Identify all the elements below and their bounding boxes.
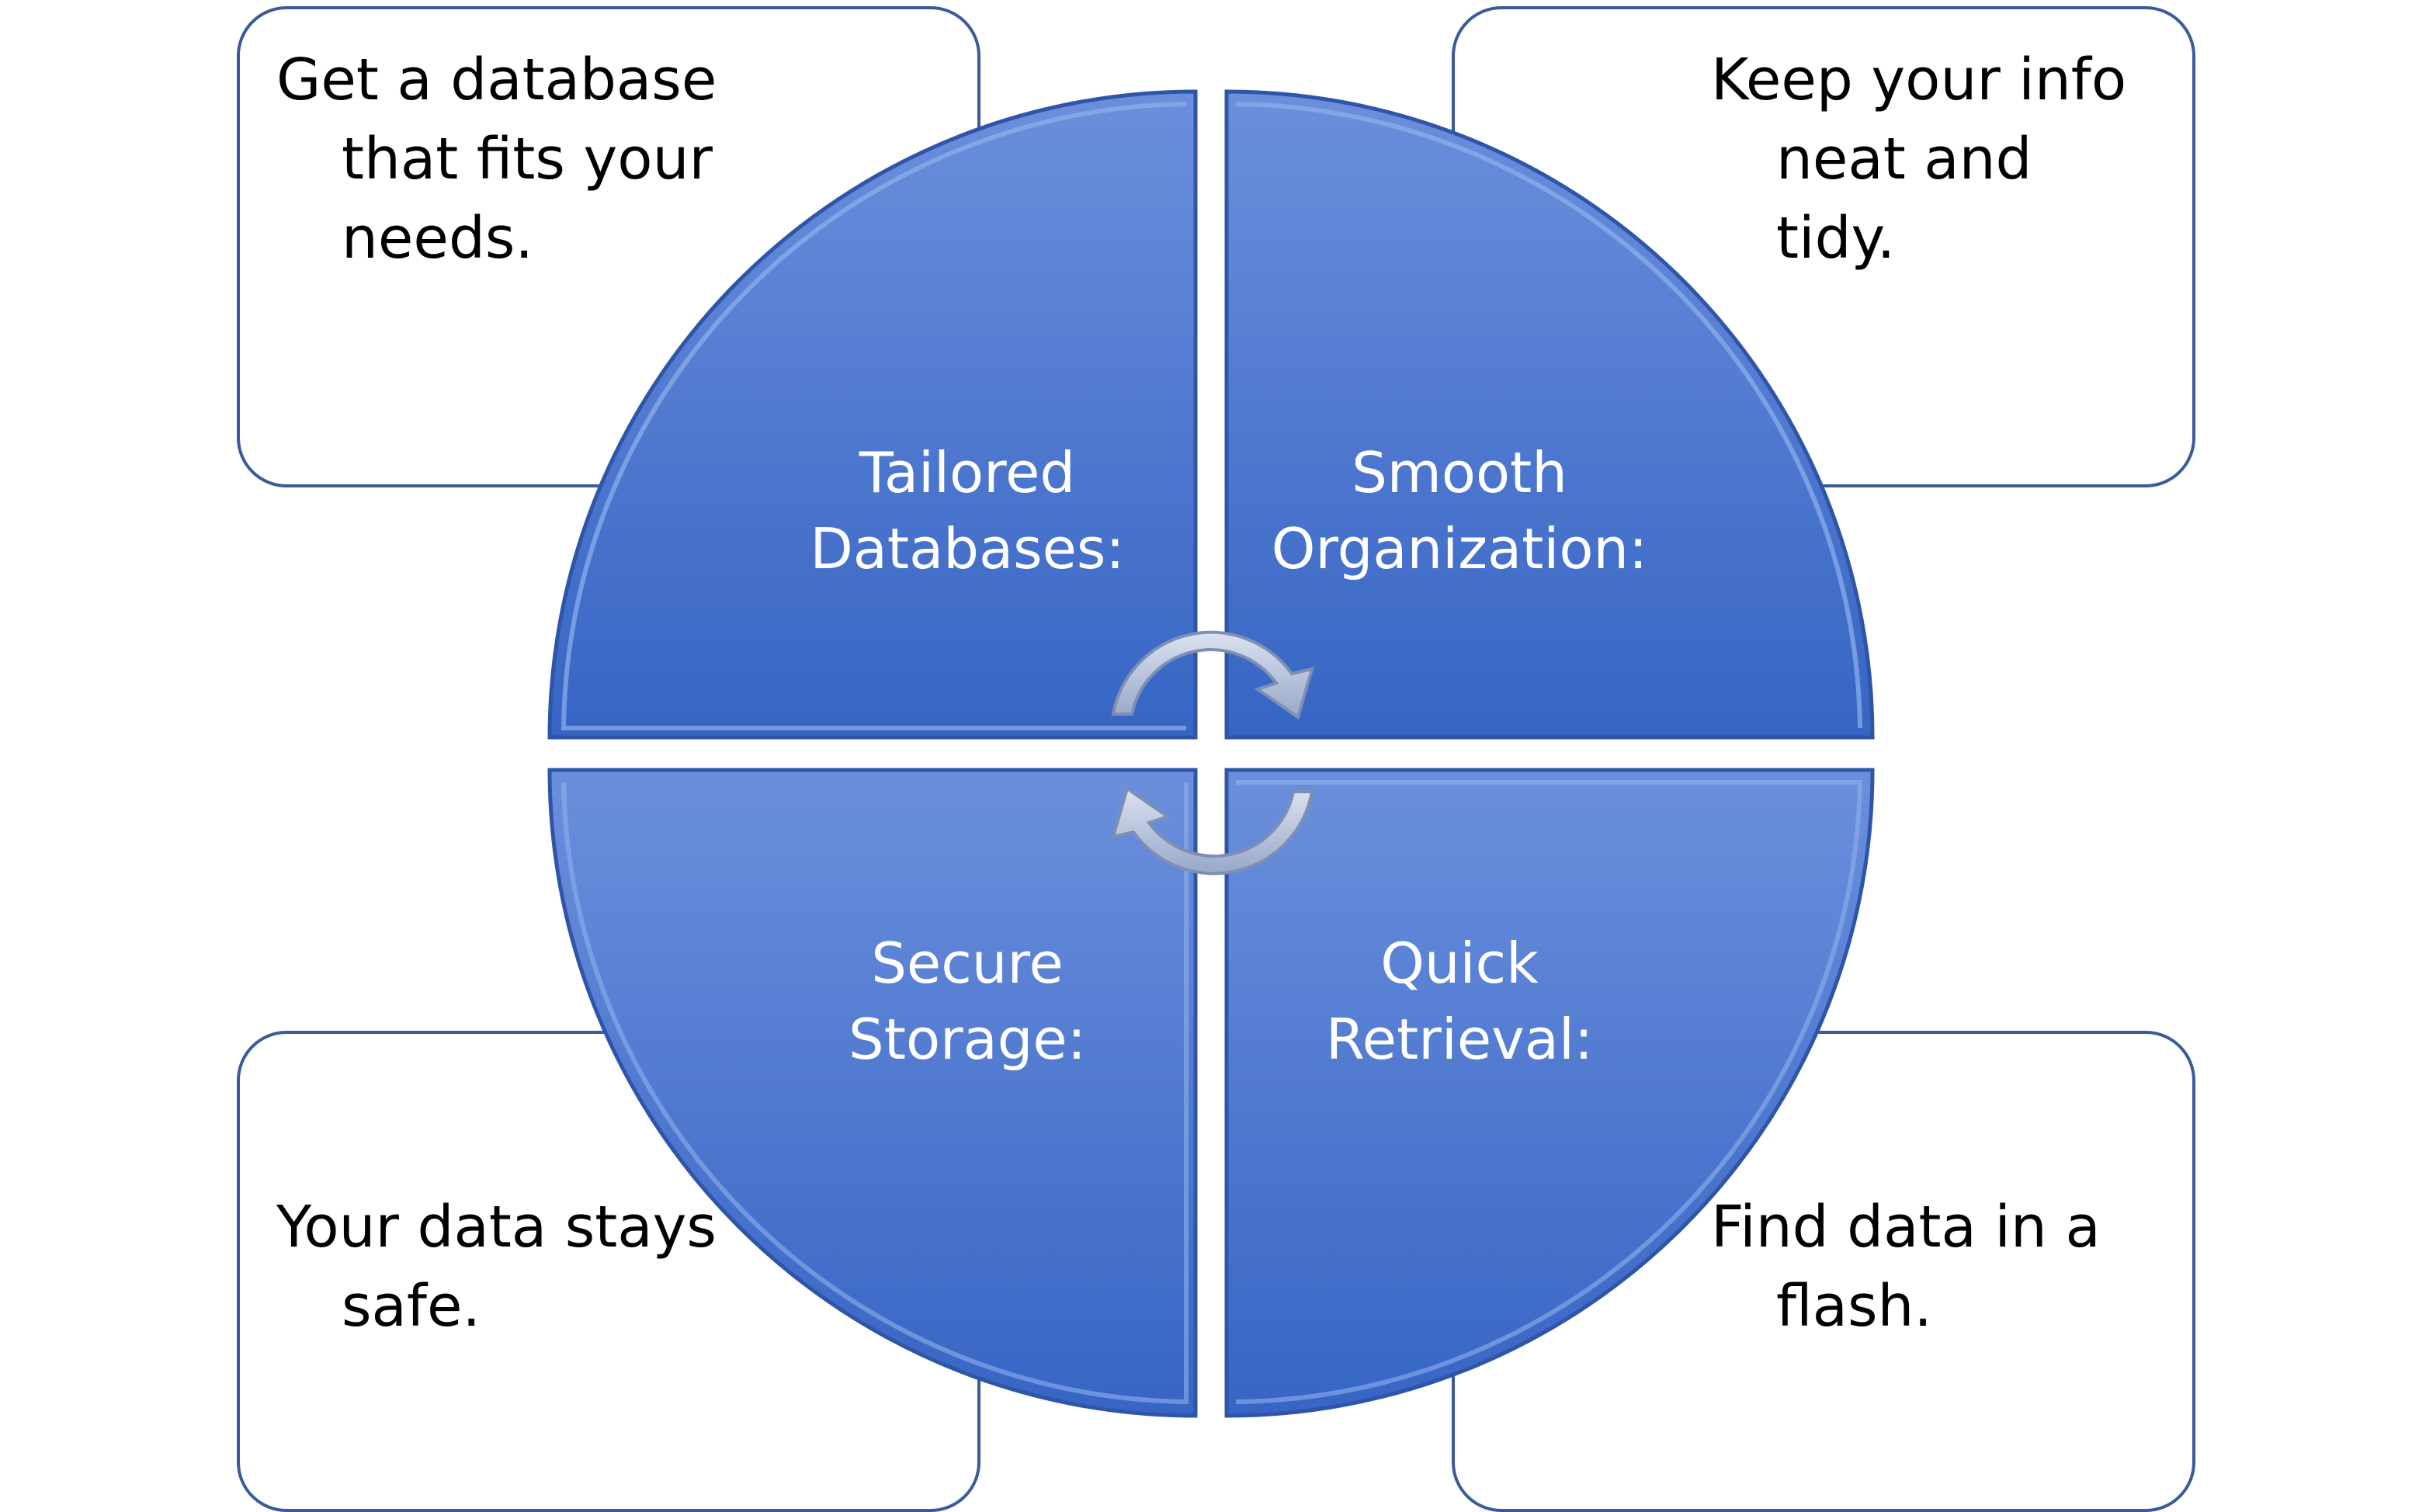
description-line: flash.: [1776, 1273, 1932, 1340]
segment-description-secure-storage: Your data stays safe.: [276, 1188, 717, 1346]
quadrant-smooth-organization: [1224, 89, 1875, 740]
segment-label-line: Databases:: [810, 516, 1125, 581]
segment-label-secure-storage: Secure Storage:: [750, 925, 1185, 1077]
description-line: Find data in a: [1711, 1194, 2101, 1261]
segment-label-tailored-databases: Tailored Databases:: [750, 435, 1185, 587]
description-line: Get a database: [276, 47, 717, 113]
segment-description-quick-retrieval: Find data in a flash.: [1711, 1188, 2101, 1346]
description-line: needs.: [342, 205, 534, 272]
cycle-arrow-icon: [1111, 630, 1314, 720]
description-line: Keep your info: [1711, 47, 2127, 113]
description-line: safe.: [342, 1273, 481, 1340]
cycle-arrow-icon: [1111, 785, 1314, 876]
segment-label-quick-retrieval: Quick Retrieval:: [1242, 925, 1677, 1077]
description-line: Your data stays: [276, 1194, 717, 1261]
segment-label-line: Organization:: [1271, 516, 1648, 581]
segment-description-smooth-organization: Keep your info neat and tidy.: [1711, 40, 2126, 278]
segment-label-line: Secure: [871, 931, 1064, 996]
description-line: tidy.: [1776, 205, 1896, 272]
segment-label-smooth-organization: Smooth Organization:: [1242, 435, 1677, 587]
quadrant-secure-storage: [547, 768, 1198, 1418]
description-line: neat and: [1776, 126, 2032, 192]
quadrant-quick-retrieval: [1224, 768, 1875, 1418]
segment-label-line: Retrieval:: [1325, 1007, 1594, 1072]
description-line: that fits your: [342, 126, 713, 192]
segment-label-line: Quick: [1380, 931, 1539, 996]
segment-label-line: Tailored: [859, 440, 1076, 505]
segment-label-line: Storage:: [849, 1007, 1086, 1072]
quadrant-tailored-databases: [547, 89, 1198, 740]
segment-label-line: Smooth: [1352, 440, 1567, 505]
segment-description-tailored-databases: Get a database that fits your needs.: [276, 40, 717, 278]
